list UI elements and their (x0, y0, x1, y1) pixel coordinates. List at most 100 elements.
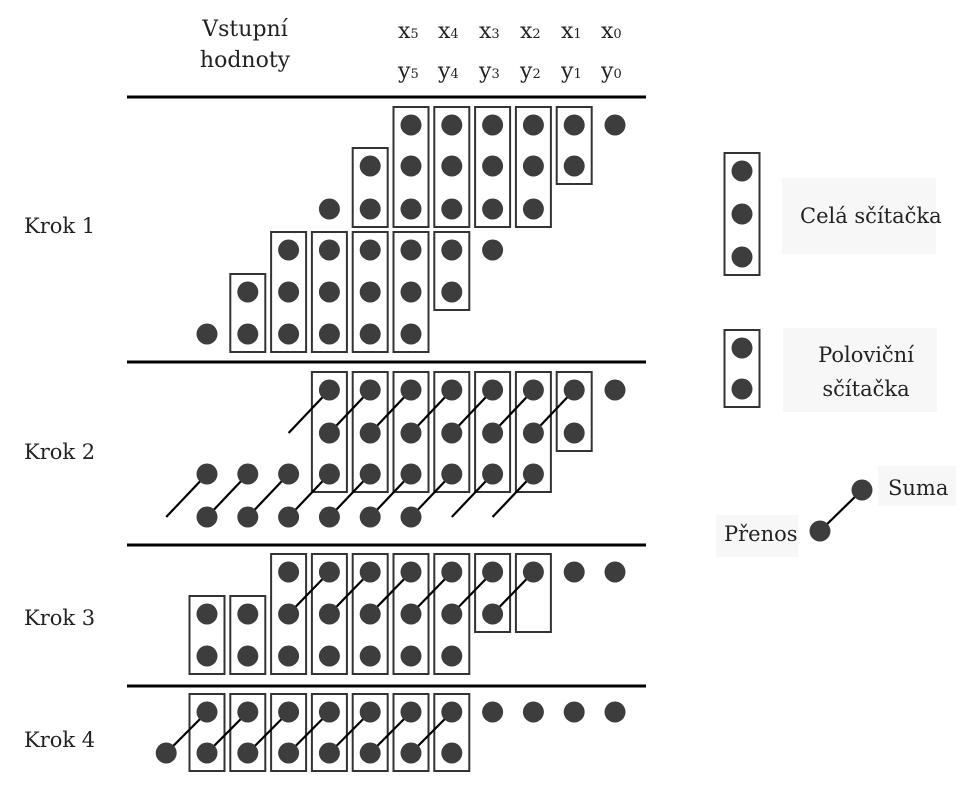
bit-dot (522, 114, 544, 136)
x0-index: 0 (613, 27, 621, 42)
half-adder-box (229, 595, 267, 675)
bit-dot (563, 422, 585, 444)
x0-base: x (601, 19, 614, 44)
bit-dot (318, 323, 340, 345)
bit-dot (604, 379, 626, 401)
bit-dot (237, 701, 259, 723)
full-adder-box (474, 371, 512, 493)
half-adder-box (555, 106, 593, 185)
bit-dot (400, 742, 422, 764)
bit-dot (318, 506, 340, 528)
half-adder-box (188, 595, 226, 675)
svg-text:y3: y3 (478, 59, 500, 84)
bit-dot (196, 645, 218, 667)
bit-dot (482, 603, 504, 625)
bit-dot (522, 198, 544, 220)
bit-dot (278, 603, 300, 625)
full-adder-box (392, 553, 430, 675)
svg-text:x5: x5 (398, 19, 419, 44)
svg-text:x0: x0 (601, 19, 622, 44)
bit-dot (278, 281, 300, 303)
bit-dot (155, 742, 177, 764)
bit-dot (278, 561, 300, 583)
bit-dot (441, 463, 463, 485)
bit-dot (441, 645, 463, 667)
bit-dot (318, 379, 340, 401)
legend-half-adder-bg (783, 328, 937, 412)
full-adder-box (310, 553, 348, 675)
full-adder-box (310, 371, 348, 493)
bit-dot (318, 422, 340, 444)
legend-full-adder-dot (731, 246, 753, 268)
input-values-label-line2: hodnoty (200, 48, 291, 73)
legend-full-adder-bg (782, 178, 936, 254)
bit-dot (482, 239, 504, 261)
bit-dot (400, 422, 422, 444)
bit-dot (318, 561, 340, 583)
bit-dot (482, 155, 504, 177)
full-adder-box (433, 553, 471, 675)
bit-dot (441, 701, 463, 723)
bit-dot (441, 281, 463, 303)
bit-dot (604, 701, 626, 723)
y0-base: y (600, 59, 614, 84)
full-adder-box (392, 231, 430, 353)
full-adder-box (351, 553, 389, 675)
full-adder-box (474, 106, 512, 228)
x-column-headers: x5 x4 x3 x2 x1 x0 (398, 19, 622, 44)
legend-sum-dot (851, 479, 873, 501)
bit-dot (237, 742, 259, 764)
full-adder-box (433, 106, 471, 228)
x5-index: 5 (410, 27, 418, 42)
x3-base: x (479, 19, 492, 44)
bit-dot (278, 742, 300, 764)
half-adder-box (474, 553, 512, 633)
y3-index: 3 (491, 67, 499, 82)
bit-dot (359, 561, 381, 583)
step-label-3: Krok 3 (24, 606, 95, 630)
legend-half-adder-label-line1: Poloviční (818, 343, 914, 367)
x4-base: x (438, 19, 451, 44)
bit-dot (359, 422, 381, 444)
y2-index: 2 (532, 67, 540, 82)
bit-dot (522, 422, 544, 444)
x5-base: x (398, 19, 411, 44)
bit-dot (522, 463, 544, 485)
bit-dot (482, 114, 504, 136)
step-label-4: Krok 4 (24, 728, 95, 752)
x3-index: 3 (491, 27, 499, 42)
bit-dot (359, 463, 381, 485)
full-adder-box (514, 106, 552, 228)
x1-index: 1 (573, 27, 581, 42)
svg-text:y5: y5 (397, 59, 419, 84)
svg-text:x1: x1 (561, 19, 582, 44)
bit-dot (318, 701, 340, 723)
legend-half-adder-label-line2: sčítačka (822, 377, 909, 401)
bit-dot (359, 645, 381, 667)
y1-base: y (560, 59, 574, 84)
bit-dot (482, 198, 504, 220)
bit-dot (563, 155, 585, 177)
bit-dot (441, 114, 463, 136)
half-adder-box (229, 273, 267, 353)
y4-index: 4 (450, 67, 458, 82)
bit-dot (441, 422, 463, 444)
full-adder-box (351, 231, 389, 353)
bit-dot (237, 281, 259, 303)
half-adder-box (270, 693, 308, 772)
bit-dot (441, 239, 463, 261)
bit-dot (522, 155, 544, 177)
bit-dot (441, 742, 463, 764)
half-adder-box (555, 371, 593, 452)
x4-index: 4 (450, 27, 458, 42)
half-adder-box (514, 553, 552, 633)
bit-dot (359, 281, 381, 303)
bit-dot (196, 742, 218, 764)
x2-base: x (520, 19, 533, 44)
bit-dot (359, 506, 381, 528)
legend-carry-bg (716, 515, 798, 557)
bit-dot (604, 114, 626, 136)
svg-text:x4: x4 (438, 19, 459, 44)
